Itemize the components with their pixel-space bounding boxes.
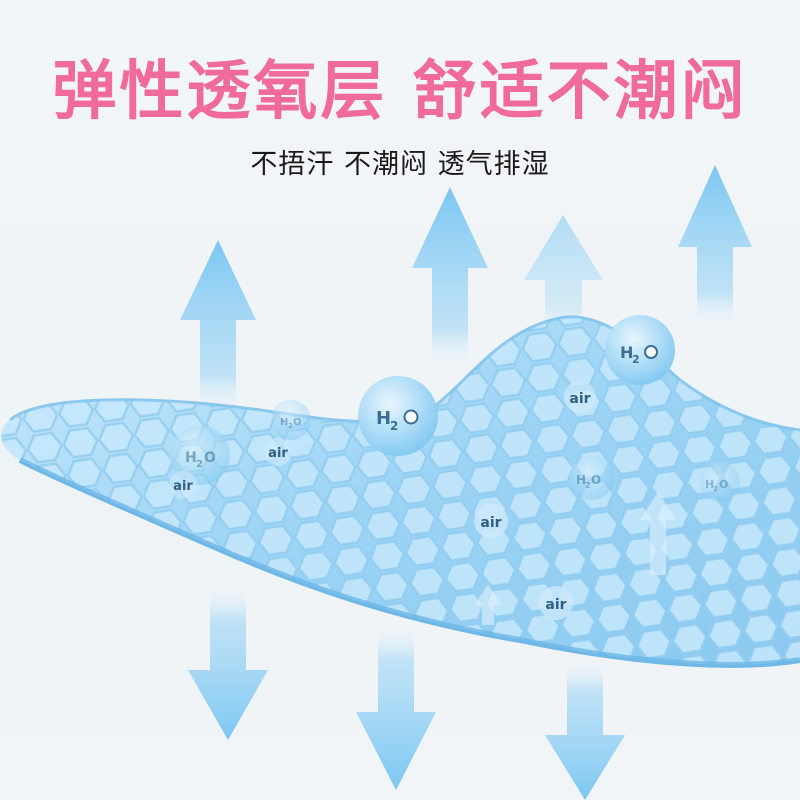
svg-text:2: 2 <box>713 485 718 493</box>
air-bubble: air <box>264 438 292 466</box>
svg-text:H: H <box>376 408 391 429</box>
svg-text:O: O <box>293 417 302 428</box>
svg-text:H: H <box>620 343 633 362</box>
svg-text:H: H <box>280 417 288 428</box>
svg-text:air: air <box>545 597 566 613</box>
arrow-down-icon <box>545 655 625 800</box>
arrow-up-icon <box>678 165 752 335</box>
water-molecule-bubble: H 2 O <box>570 456 614 500</box>
subline: 不捂汗 不潮闷 透气排湿 <box>250 149 550 180</box>
arrow-up-icon <box>524 215 603 340</box>
arrow-down-icon <box>188 580 268 740</box>
air-bubble: air <box>539 586 573 620</box>
headline: 弹性透氧层 舒适不潮闷 <box>52 55 748 129</box>
svg-text:2: 2 <box>632 353 640 366</box>
water-molecule-bubble: H 2 <box>605 315 675 385</box>
svg-text:O: O <box>591 473 601 487</box>
arrow-up-icon <box>180 240 256 420</box>
water-molecule-bubble: H 2 O <box>271 400 311 440</box>
svg-text:O: O <box>204 450 216 466</box>
air-bubble: air <box>564 381 596 413</box>
svg-text:H: H <box>185 450 197 466</box>
svg-text:O: O <box>719 478 728 491</box>
water-molecule-bubble: H 2 <box>358 376 438 456</box>
svg-text:air: air <box>569 391 590 407</box>
svg-text:2: 2 <box>390 419 398 433</box>
svg-text:H: H <box>576 473 586 487</box>
air-bubble: air <box>169 471 197 499</box>
arrow-down-icon <box>356 618 436 790</box>
water-molecule-bubble: H 2 O <box>700 462 740 502</box>
svg-text:2: 2 <box>196 459 203 470</box>
svg-text:air: air <box>480 515 501 531</box>
svg-text:H: H <box>705 478 714 491</box>
air-bubble: air <box>474 504 508 538</box>
arrow-up-icon <box>474 492 676 625</box>
arrow-up-icon <box>412 187 488 375</box>
svg-text:air: air <box>173 479 193 494</box>
water-molecule-bubble: H 2 O <box>170 425 230 485</box>
svg-text:2: 2 <box>288 422 293 430</box>
svg-text:2: 2 <box>585 481 591 490</box>
svg-text:air: air <box>268 446 288 461</box>
